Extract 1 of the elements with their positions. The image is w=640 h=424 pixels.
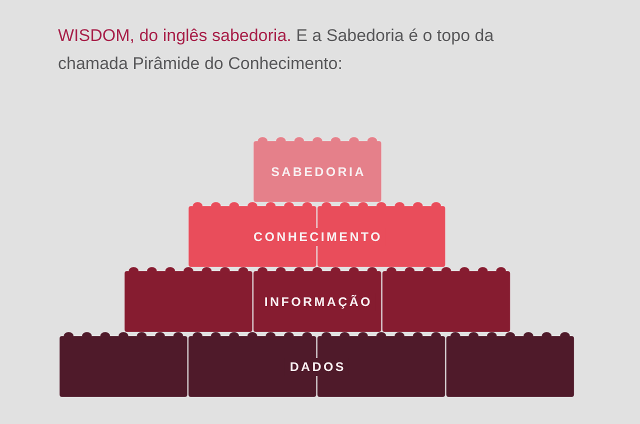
heading: WISDOM, do inglês sabedoria. E a Sabedoria é o topo da chamada Pirâmide do Conhecimento: <box>58 25 495 75</box>
